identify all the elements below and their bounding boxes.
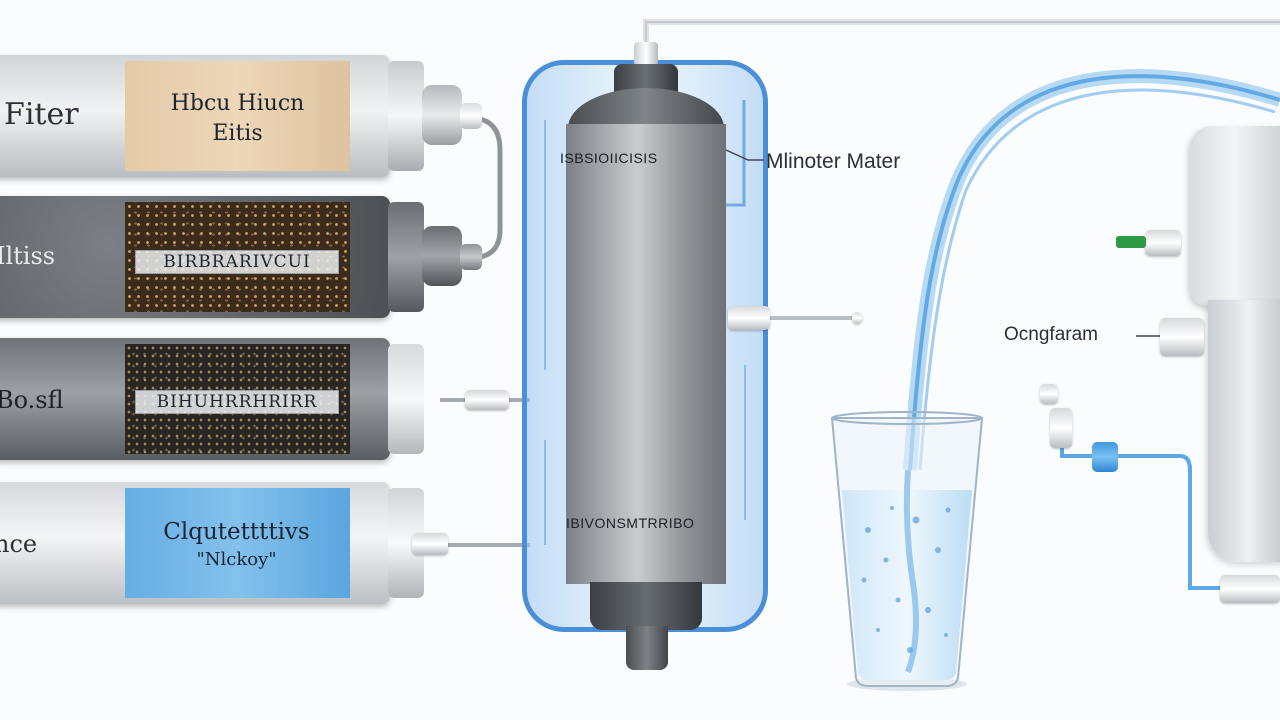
- vessel-core: [566, 124, 726, 584]
- vessel-top-label: ISBSIOIICISIS: [560, 150, 658, 166]
- cartridge-3-stage-label: Bo.sfl: [0, 386, 64, 414]
- cartridge-4-media-label-line-2: "Nlckoy": [196, 549, 277, 570]
- membrane-cartridge: Clqutettttivs "Nlckoy" nce: [0, 482, 424, 604]
- sediment-filter-cartridge: Hbcu Hiucn Eitis Fiter: [0, 55, 482, 177]
- connector-fitting: [465, 390, 509, 410]
- connector-fitting: [412, 533, 448, 555]
- blue-connector-icon: [1092, 442, 1118, 472]
- granular-carbon-cartridge: BIHUHRRHRIRR Bo.sfl: [0, 338, 424, 460]
- green-valve-icon: [1116, 236, 1146, 248]
- cartridge-2-stage-label: Iltiss: [0, 242, 56, 270]
- dispenser-housing: [1208, 300, 1280, 562]
- carbon-block-cartridge: BIRBRARIVCUI Iltiss: [0, 196, 482, 318]
- dispenser-icon: [1190, 126, 1280, 306]
- cartridge-2-media-label: BIRBRARIVCUI: [135, 250, 339, 274]
- cartridge-4-media-label-line-1: Clqutettttivs: [163, 519, 310, 545]
- cartridge-1-media-label-line-2: Eitis: [212, 121, 263, 146]
- cartridge-1-media-label-line-1: Hbcu Hiucn: [170, 91, 305, 116]
- vessel-bottom-label: IBIVONSMTRRIBO: [566, 515, 695, 531]
- cartridge-3-media-label: BIHUHRRHRIRR: [135, 390, 339, 414]
- water-glass-icon: [830, 411, 984, 691]
- callout-upper-right: Mlinoter Mater: [766, 150, 901, 173]
- sediment-media: Hbcu Hiucn Eitis: [125, 61, 350, 171]
- dispenser-outlet: [1220, 575, 1280, 603]
- membrane-media: Clqutettttivs "Nlckoy": [125, 488, 350, 598]
- carbon-block-media: BIRBRARIVCUI: [125, 202, 350, 312]
- cartridge-1-stage-label: Fiter: [4, 97, 79, 132]
- callout-dispenser: Ocngfaram: [1004, 324, 1098, 345]
- vessel-side-port: [728, 306, 770, 330]
- granular-carbon-media: BIHUHRRHRIRR: [125, 344, 350, 454]
- dispenser-fitting: [1160, 318, 1204, 356]
- dispenser-fitting: [1145, 230, 1181, 256]
- cartridge-4-stage-label: nce: [0, 530, 38, 558]
